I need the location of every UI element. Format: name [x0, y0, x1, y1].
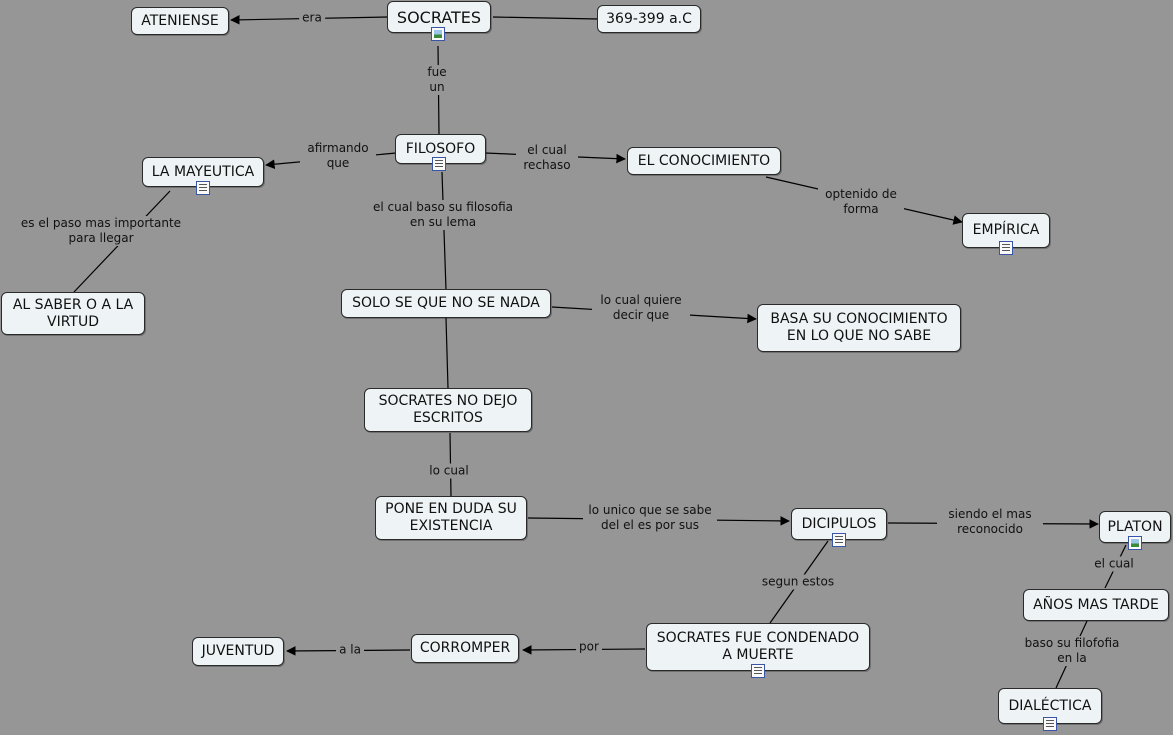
node-conocimiento[interactable]: EL CONOCIMIENTO	[627, 147, 781, 175]
link-label-el-cual-rechaso: el cual rechaso	[516, 143, 578, 173]
node-noescritos[interactable]: SOCRATES NO DEJO ESCRITOS	[364, 388, 532, 432]
link-label-es-el-paso: es el paso mas importante para llegar	[15, 216, 187, 246]
link-label-segun-estos: segun estos	[758, 574, 838, 590]
link-label-lo-cual: lo cual	[426, 463, 472, 479]
image-icon[interactable]	[431, 27, 445, 41]
link-label-el-cual-baso: el cual baso su filosofia en su lema	[365, 200, 521, 230]
node-anos[interactable]: AÑOS MAS TARDE	[1023, 589, 1169, 621]
node-virtud[interactable]: AL SABER O A LA VIRTUD	[1, 292, 145, 335]
document-icon[interactable]	[196, 181, 210, 195]
link-label-a-la: a la	[336, 642, 364, 658]
link-label-por: por	[576, 639, 602, 655]
node-solo[interactable]: SOLO SE QUE NO SE NADA	[341, 289, 551, 318]
document-icon[interactable]	[432, 157, 446, 171]
node-condenado[interactable]: SOCRATES FUE CONDENADO A MUERTE	[646, 623, 870, 671]
node-juventud[interactable]: JUVENTUD	[192, 637, 284, 666]
document-icon[interactable]	[999, 241, 1013, 255]
node-basa[interactable]: BASA SU CONOCIMIENTO EN LO QUE NO SABE	[757, 304, 961, 352]
link-label-siendo-el: siendo el mas reconocido	[937, 507, 1043, 537]
node-corromper[interactable]: CORROMPER	[411, 634, 519, 663]
link-label-optenido-de-forma: optenido de forma	[818, 187, 904, 217]
node-fechas[interactable]: 369-399 a.C	[597, 5, 701, 33]
document-icon[interactable]	[1043, 717, 1057, 731]
link-label-era: era	[299, 10, 325, 26]
link-label-fue-un: fue un	[417, 65, 457, 95]
link-label-baso-su: baso su filofofia en la	[1019, 636, 1125, 666]
document-icon[interactable]	[751, 664, 765, 678]
link-label-lo-cual-quiere: lo cual quiere decir que	[592, 293, 690, 323]
link-label-el-cual: el cual	[1091, 556, 1137, 572]
link-label-lo-unico: lo unico que se sabe del el es por sus	[583, 503, 717, 533]
node-ateniense[interactable]: ATENIENSE	[131, 7, 229, 35]
document-icon[interactable]	[832, 533, 846, 547]
node-pone[interactable]: PONE EN DUDA SU EXISTENCIA	[375, 496, 527, 540]
node-dialectica[interactable]: DIALÉCTICA	[998, 688, 1102, 724]
image-icon[interactable]	[1128, 536, 1142, 550]
link-label-afirmando-que: afirmando que	[300, 141, 376, 171]
